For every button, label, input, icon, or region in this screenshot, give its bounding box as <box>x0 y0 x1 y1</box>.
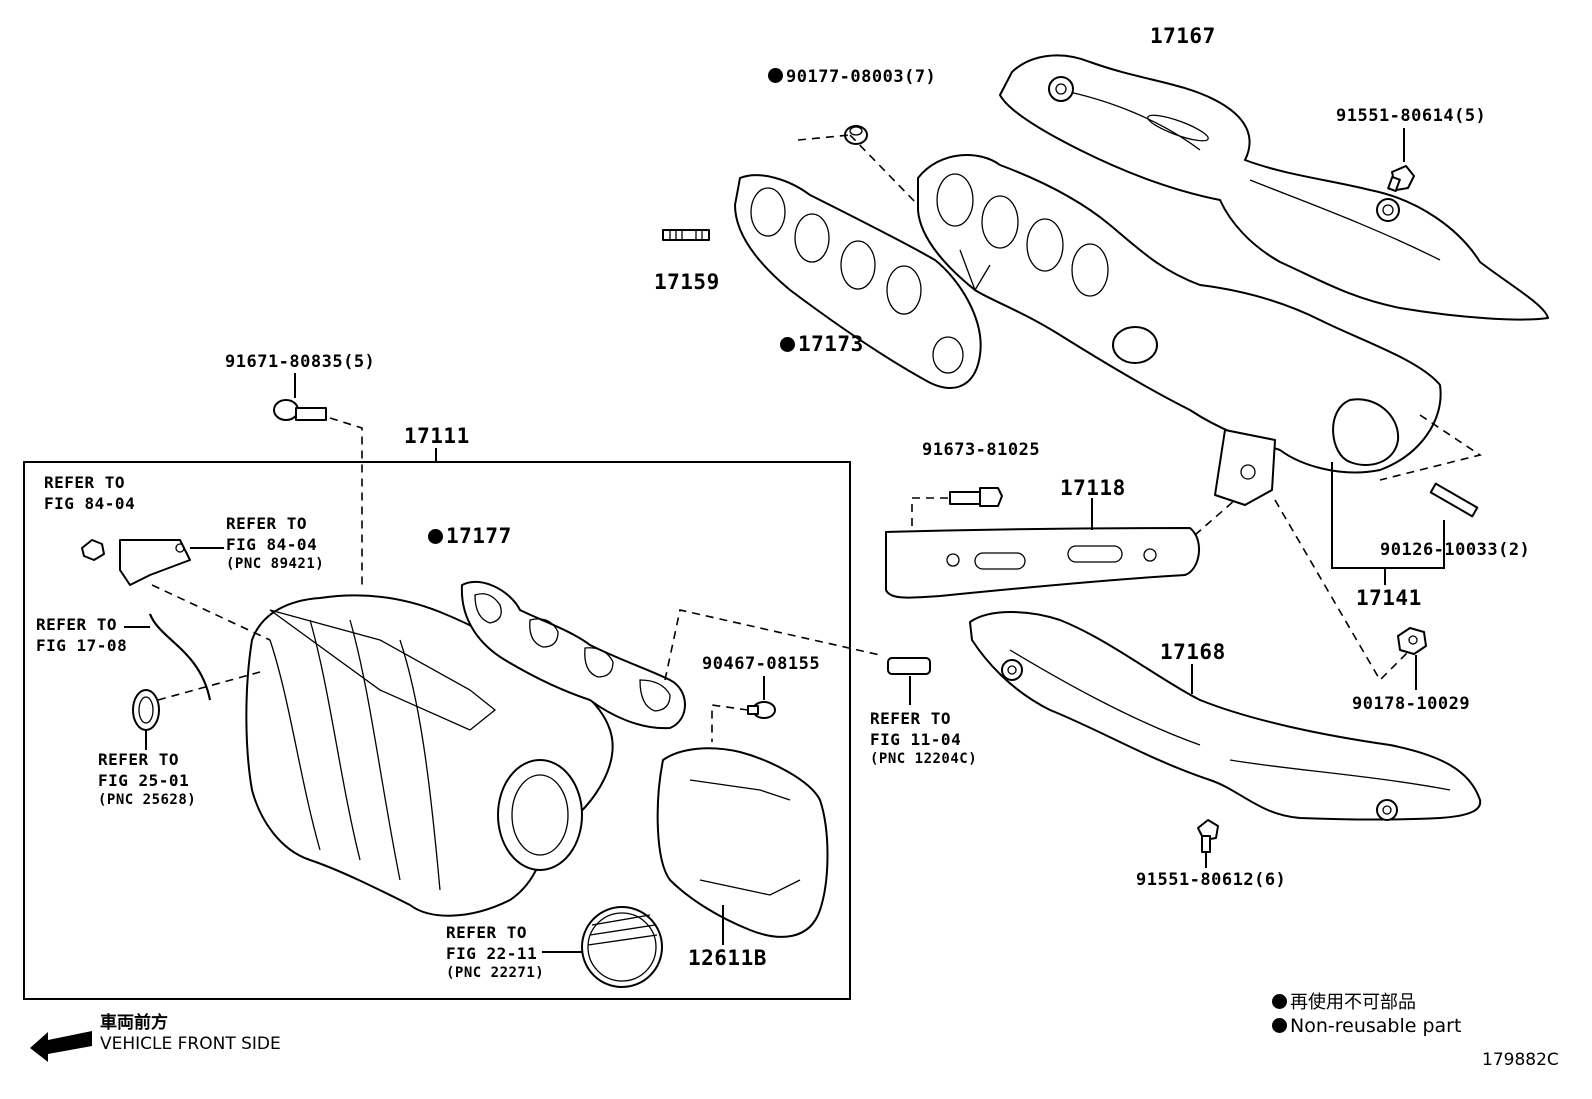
throttle-body <box>497 759 583 871</box>
refer-fig: FIG 84-04 <box>226 535 318 554</box>
refer-fig-22-11[interactable]: REFER TO FIG 22-11 (PNC 22271) <box>446 922 544 982</box>
engine-cover-12611b <box>656 747 829 938</box>
refer-fig: FIG 25-01 <box>98 771 190 790</box>
sensor-part <box>119 539 191 586</box>
part-91673-81025[interactable]: 91673-81025 <box>922 440 1041 460</box>
part-12611b[interactable]: 12611B <box>688 946 767 970</box>
heat-insulator-lower <box>969 611 1482 821</box>
manifold-stay <box>885 527 1201 599</box>
part-91551-80614[interactable]: 91551-80614(5) <box>1336 106 1487 126</box>
bolt-91673 <box>949 487 1003 507</box>
refer-line: REFER TO <box>226 514 308 533</box>
refer-fig-25-01[interactable]: REFER TO FIG 25-01 (PNC 25628) <box>98 749 196 809</box>
nut-90177 <box>844 125 868 145</box>
part-90126-10033[interactable]: 90126-10033(2) <box>1380 540 1531 560</box>
part-91551-80612[interactable]: 91551-80612(6) <box>1136 870 1287 890</box>
refer-fig-11-04[interactable]: REFER TO FIG 11-04 (PNC 12204C) <box>870 708 977 768</box>
part-17177[interactable]: 17177 <box>428 524 512 548</box>
exhaust-port-rings <box>936 173 1109 297</box>
grommet-90467 <box>747 701 776 719</box>
refer-fig-17-08[interactable]: REFER TO FIG 17-08 <box>36 614 127 656</box>
exhaust-manifold <box>917 154 1442 474</box>
part-17141[interactable]: 17141 <box>1356 586 1422 610</box>
part-17168[interactable]: 17168 <box>1160 640 1226 664</box>
sensor-bolt <box>81 539 105 561</box>
figure-id: 179882C <box>1482 1050 1559 1070</box>
intake-gasket <box>460 580 686 730</box>
refer-line: REFER TO <box>870 709 952 728</box>
refer-line: REFER TO <box>446 923 528 942</box>
part-90177-08003[interactable]: 90177-08003(7) <box>768 67 936 87</box>
part-17173[interactable]: 17173 <box>780 332 864 356</box>
heat-insulator-upper <box>999 54 1549 321</box>
plug-part <box>887 657 931 675</box>
bolt-91671 <box>273 399 327 421</box>
bolt-91551-80612 <box>1197 819 1219 853</box>
stud-17159 <box>662 229 710 241</box>
vehicle-front-arrow <box>30 1031 92 1062</box>
refer-pnc: (PNC 22271) <box>446 965 545 981</box>
stud-90126 <box>1429 482 1479 518</box>
legend-jp: 再使用不可部品 <box>1272 993 1416 1013</box>
part-91671-80835[interactable]: 91671-80835(5) <box>225 352 376 372</box>
refer-fig-84-04-a[interactable]: REFER TO FIG 84-04 <box>44 472 135 514</box>
legend-en: Non-reusable part <box>1272 1016 1461 1036</box>
refer-fig: FIG 22-11 <box>446 944 538 963</box>
vehicle-front-en: VEHICLE FRONT SIDE <box>100 1034 281 1054</box>
refer-line: REFER TO <box>36 615 118 634</box>
refer-fig: FIG 84-04 <box>44 494 136 513</box>
refer-pnc: (PNC 25628) <box>98 792 197 808</box>
refer-line: REFER TO <box>98 750 180 769</box>
o-ring <box>132 689 160 731</box>
part-17159[interactable]: 17159 <box>654 270 720 294</box>
refer-pnc: (PNC 12204C) <box>870 751 978 767</box>
part-17118[interactable]: 17118 <box>1060 476 1126 500</box>
part-90467-08155[interactable]: 90467-08155 <box>702 654 821 674</box>
bolt-91551-80614 <box>1387 165 1415 193</box>
nut-90178 <box>1397 627 1427 655</box>
refer-fig-84-04-b[interactable]: REFER TO FIG 84-04 (PNC 89421) <box>226 513 324 573</box>
part-90178-10029[interactable]: 90178-10029 <box>1352 694 1471 714</box>
filter-screen <box>581 906 663 988</box>
vehicle-front-jp: 車両前方 <box>100 1013 168 1033</box>
refer-fig: FIG 11-04 <box>870 730 962 749</box>
refer-line: REFER TO <box>44 473 126 492</box>
refer-pnc: (PNC 89421) <box>226 556 325 572</box>
part-17111[interactable]: 17111 <box>404 424 470 448</box>
refer-fig: FIG 17-08 <box>36 636 128 655</box>
part-17167[interactable]: 17167 <box>1150 24 1216 48</box>
